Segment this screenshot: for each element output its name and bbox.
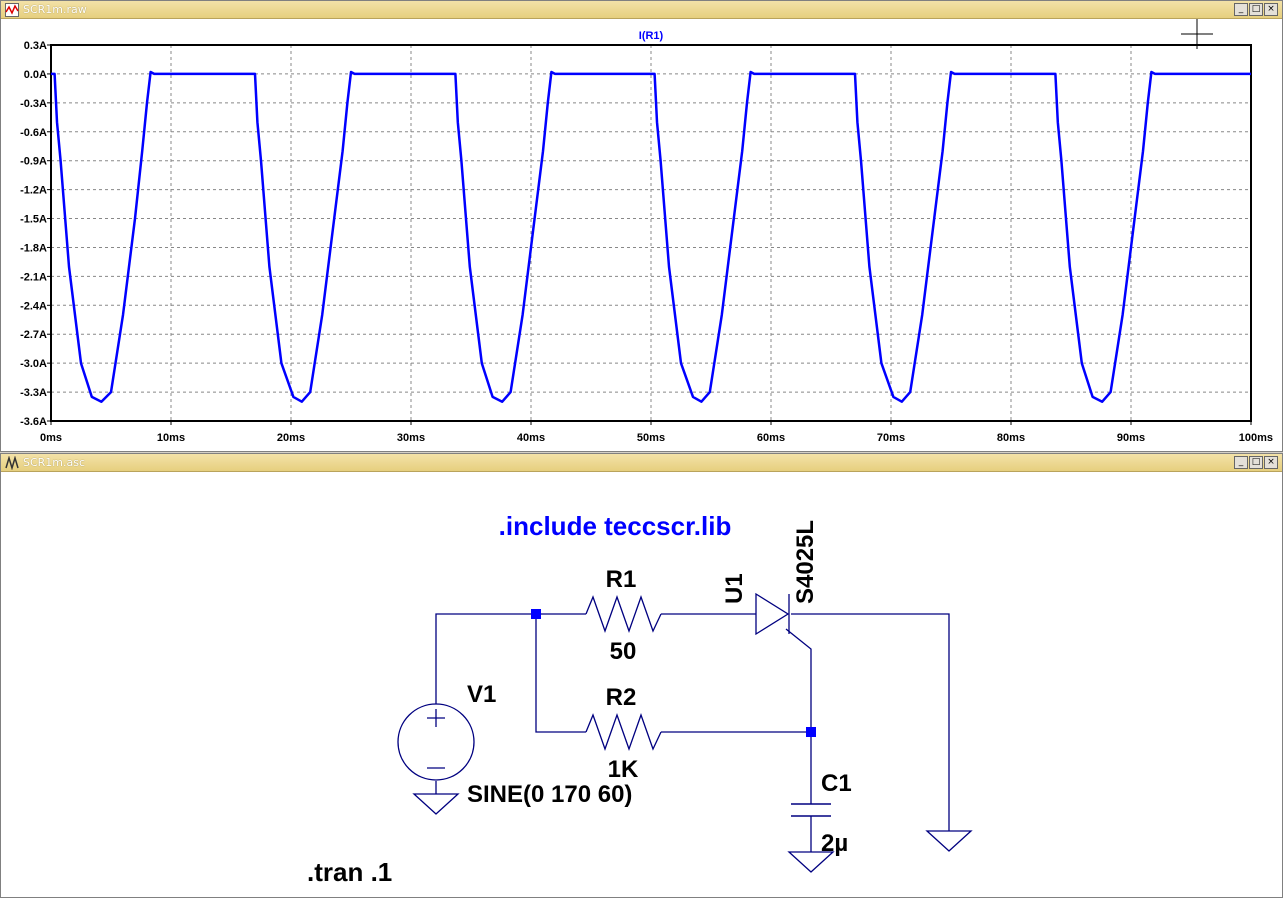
close-button[interactable]: × bbox=[1264, 456, 1278, 469]
include-directive[interactable]: .include teccscr.lib bbox=[499, 511, 732, 541]
v1-name[interactable]: V1 bbox=[467, 681, 496, 708]
wires[interactable] bbox=[435, 613, 950, 852]
u1-name[interactable]: U1 bbox=[721, 573, 748, 604]
restore-button[interactable]: □ bbox=[1249, 3, 1263, 16]
schematic-window-titlebar[interactable]: SCR1m.asc _ □ × bbox=[1, 454, 1282, 472]
wire-gate[interactable] bbox=[785, 628, 812, 804]
plot-grid bbox=[51, 45, 1251, 421]
r1-value[interactable]: 50 bbox=[610, 638, 637, 665]
y-tick-label: -1.8A bbox=[20, 242, 47, 254]
x-tick-label: 0ms bbox=[40, 432, 62, 444]
trace-label[interactable]: I(R1) bbox=[639, 30, 664, 42]
y-tick-label: -0.9A bbox=[20, 156, 47, 168]
x-tick-label: 60ms bbox=[757, 432, 785, 444]
r2-value[interactable]: 1K bbox=[608, 756, 639, 783]
y-tick-label: -3.3A bbox=[20, 387, 47, 399]
x-axis-ticks: 0ms 10ms 20ms 30ms 40ms 50ms 60ms 70ms 80ms 90ms 1… bbox=[40, 421, 1273, 444]
capacitor-c1[interactable]: C1 2µ bbox=[791, 770, 852, 857]
scr-u1[interactable]: U1 S4025L bbox=[721, 520, 819, 636]
y-axis-ticks: 0.3A 0.0A -0.3A -0.6A -0.9A -1.2A -1.5A -1.8A -2… bbox=[20, 40, 51, 428]
y-tick-label: -1.2A bbox=[20, 185, 47, 197]
y-tick-label: -0.6A bbox=[20, 127, 47, 139]
plot-window-title: SCR1m.raw bbox=[23, 3, 87, 16]
y-tick-label: -2.7A bbox=[20, 329, 47, 341]
y-tick-label: -2.4A bbox=[20, 300, 47, 312]
c1-name[interactable]: C1 bbox=[821, 770, 852, 797]
close-button[interactable]: × bbox=[1264, 3, 1278, 16]
waveform-plot[interactable]: 0.3A 0.0A -0.3A -0.6A -0.9A -1.2A -1.5A -1.8A -2… bbox=[1, 19, 1282, 451]
y-tick-label: -3.0A bbox=[20, 358, 47, 370]
waveform-icon bbox=[5, 3, 19, 17]
x-tick-label: 10ms bbox=[157, 432, 185, 444]
y-tick-label: 0.3A bbox=[24, 40, 47, 52]
x-tick-label: 40ms bbox=[517, 432, 545, 444]
y-tick-label: -2.1A bbox=[20, 271, 47, 283]
restore-button[interactable]: □ bbox=[1249, 456, 1263, 469]
r1-name[interactable]: R1 bbox=[606, 566, 637, 593]
ground-symbol-v1[interactable] bbox=[412, 793, 460, 815]
schematic-icon bbox=[5, 456, 19, 470]
resistor-r2[interactable]: R2 1K bbox=[585, 684, 662, 783]
x-tick-label: 50ms bbox=[637, 432, 665, 444]
x-tick-label: 90ms bbox=[1117, 432, 1145, 444]
schematic-canvas[interactable]: R1 50 R2 1K U1 S4025L V1 SINE(0 170 60) bbox=[1, 454, 1282, 897]
y-tick-label: -0.3A bbox=[20, 98, 47, 110]
ground-symbol-c1[interactable] bbox=[787, 851, 835, 873]
plot-window-titlebar[interactable]: SCR1m.raw _ □ × bbox=[1, 1, 1282, 19]
schematic-window[interactable]: SCR1m.asc _ □ × R1 50 bbox=[0, 453, 1283, 898]
resistor-r1[interactable]: R1 50 bbox=[585, 566, 662, 665]
ground-symbol-right[interactable] bbox=[925, 830, 973, 852]
y-tick-label: -3.6A bbox=[20, 416, 47, 428]
y-tick-label: 0.0A bbox=[24, 69, 47, 81]
wire-v1-top[interactable] bbox=[435, 613, 586, 704]
crosshair-cursor bbox=[1181, 19, 1213, 49]
junction-node-1 bbox=[531, 609, 541, 619]
x-tick-label: 30ms bbox=[397, 432, 425, 444]
c1-value[interactable]: 2µ bbox=[821, 830, 848, 857]
wire-r2-left[interactable] bbox=[535, 614, 586, 733]
x-tick-label: 100ms bbox=[1239, 432, 1273, 444]
trace-line-i-r1 bbox=[51, 70, 1251, 403]
y-tick-label: -1.5A bbox=[20, 214, 47, 226]
voltage-source-v1[interactable]: V1 SINE(0 170 60) bbox=[397, 681, 632, 808]
plot-window[interactable]: SCR1m.raw _ □ × 0.3A 0.0A -0.3A -0.6A -0.9A -… bbox=[0, 0, 1283, 452]
junction-node-2 bbox=[806, 727, 816, 737]
v1-value[interactable]: SINE(0 170 60) bbox=[467, 781, 632, 808]
schematic-window-title: SCR1m.asc bbox=[23, 456, 86, 469]
x-tick-label: 70ms bbox=[877, 432, 905, 444]
minimize-button[interactable]: _ bbox=[1234, 456, 1248, 469]
u1-value[interactable]: S4025L bbox=[792, 520, 819, 604]
x-tick-label: 80ms bbox=[997, 432, 1025, 444]
tran-directive[interactable]: .tran .1 bbox=[307, 857, 392, 887]
r2-name[interactable]: R2 bbox=[606, 684, 637, 711]
minimize-button[interactable]: _ bbox=[1234, 3, 1248, 16]
x-tick-label: 20ms bbox=[277, 432, 305, 444]
wire-u1-right[interactable] bbox=[791, 613, 950, 831]
